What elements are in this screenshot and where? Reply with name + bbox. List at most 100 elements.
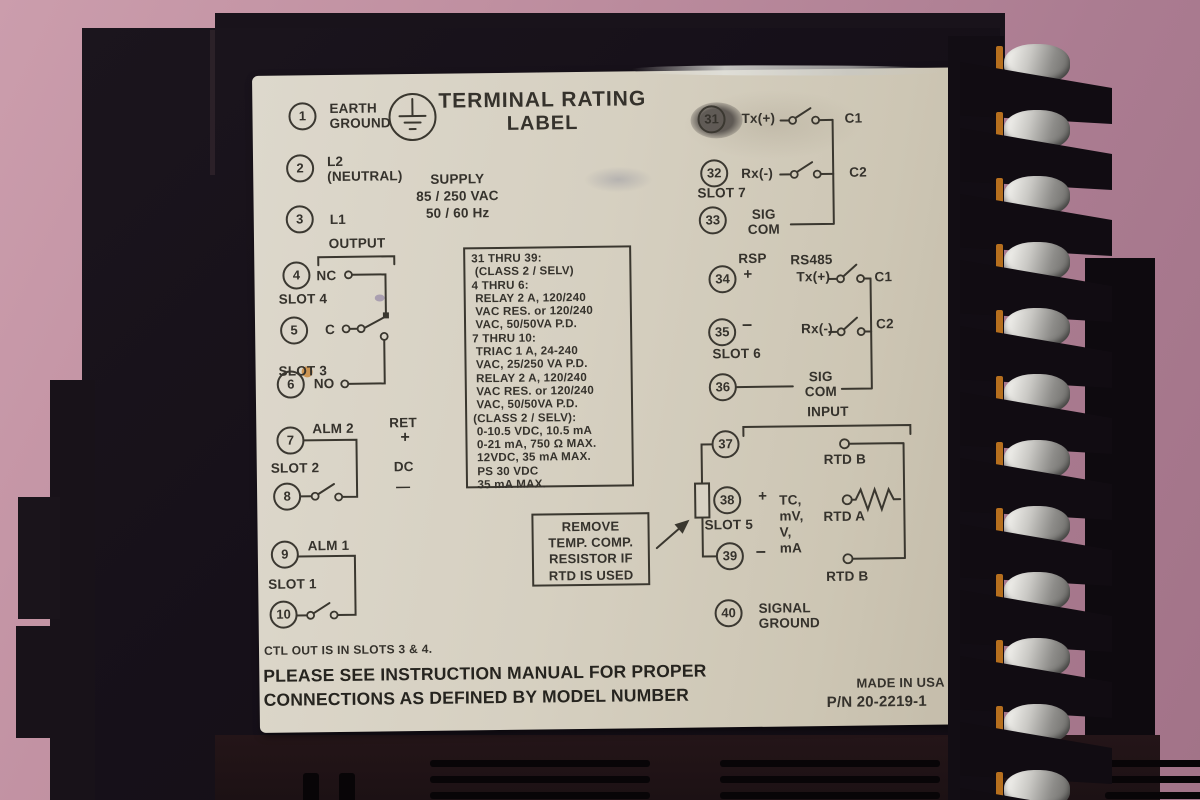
device-case-seam (210, 30, 215, 175)
terminal-33: 33 (698, 206, 727, 235)
rs485-label: RS485 (790, 251, 833, 268)
input-minus-sign: – (755, 540, 767, 561)
wire-sliver (996, 706, 1003, 742)
slot1-label: SLOT 1 (268, 576, 317, 592)
rtdb-top-label: RTD B (823, 451, 867, 468)
wiring-diagram-svg (296, 93, 912, 620)
wire-sliver (996, 640, 1003, 676)
input-types-list: TC, mV, V, mA (779, 492, 804, 556)
terminal-rating-label: 31 THRU 39: (CLASS 2 / SELV) 4 THRU 6: R… (252, 65, 966, 733)
output-bracket (317, 255, 396, 267)
alm1-label: ALM 1 (307, 537, 350, 554)
slot7-rx-label: Rx(-) (741, 165, 774, 182)
slot6-minus-sign: – (741, 313, 753, 335)
device-mounting-tab (18, 497, 60, 619)
terminal-31: 31 (697, 105, 726, 134)
input-plus-sign: + (758, 487, 768, 505)
terminal-34: 34 (708, 265, 737, 294)
vent-slot (1105, 792, 1200, 799)
vent-slot (430, 776, 650, 783)
supply-rating: SUPPLY 85 / 250 VAC 50 / 60 Hz (416, 171, 499, 221)
wire-sliver (996, 244, 1003, 280)
wire-sliver (996, 508, 1003, 544)
rtd-a-resistor (850, 486, 902, 513)
note-arrowhead (674, 519, 690, 534)
slot6-label: SLOT 6 (712, 345, 761, 362)
slot7-tx-label: Tx(+) (741, 110, 776, 127)
slot4-label: SLOT 4 (278, 291, 328, 307)
dc-label: DC (393, 459, 414, 475)
nc-label: NC (316, 267, 337, 284)
slot7-c2-label: C2 (849, 164, 867, 180)
vent-slot (1105, 776, 1200, 783)
terminal-2: 2 (285, 154, 315, 183)
temp-comp-resistor (694, 482, 711, 519)
vent-slot (720, 776, 940, 783)
terminal-4: 4 (282, 261, 311, 290)
vent-slot (339, 773, 355, 800)
wire-sliver (996, 112, 1003, 148)
signal-ground-label: SIGNAL GROUND (758, 600, 821, 631)
input-bracket (742, 423, 912, 438)
wire-sliver (996, 574, 1003, 610)
slot6-tx-label: Tx(+) (796, 268, 831, 285)
part-number: P/N 20-2219-1 (826, 692, 927, 712)
output-header: OUTPUT (328, 235, 386, 252)
earth-ground-symbol (388, 93, 437, 142)
terminal-10: 10 (269, 600, 298, 629)
vent-slot (430, 792, 650, 799)
terminal-1: 1 (288, 102, 317, 131)
slot6-rx-label: Rx(-) (801, 320, 833, 337)
dc-minus-sign: — (395, 478, 411, 495)
wire-sliver (996, 772, 1003, 800)
wire-sliver (996, 442, 1003, 478)
made-in-usa: MADE IN USA (856, 674, 945, 691)
remove-note-box: REMOVE TEMP. COMP. RESISTOR IF RTD IS US… (531, 512, 651, 587)
slot7-c1-label: C1 (844, 110, 863, 126)
terminal-38: 38 (713, 486, 742, 515)
slot5-label: SLOT 5 (704, 516, 754, 533)
manual-note-line2: CONNECTIONS AS DEFINED BY MODEL NUMBER (263, 684, 690, 710)
dc-plus-sign: + (400, 429, 411, 447)
vent-slot (720, 792, 940, 799)
alm2-label: ALM 2 (312, 420, 354, 437)
common-label: C (325, 322, 336, 338)
vent-slot (1105, 760, 1200, 767)
slot6-c1-label: C1 (874, 269, 893, 285)
terminal-screw (1004, 770, 1070, 800)
rtda-label: RTD A (823, 508, 866, 525)
slot7-label: SLOT 7 (697, 184, 747, 201)
slot6-plus-sign: + (743, 265, 753, 284)
terminal-6: 6 (276, 370, 305, 399)
earth-ground-label: EARTH GROUND (329, 100, 391, 132)
rsp-label: RSP (738, 250, 767, 267)
vent-slot (303, 773, 319, 800)
vent-slot (430, 760, 650, 767)
ratings-box: 31 THRU 39: (CLASS 2 / SELV) 4 THRU 6: R… (463, 245, 635, 491)
wire-sliver (996, 376, 1003, 412)
no-label: NO (313, 376, 335, 392)
rtdb-bottom-label: RTD B (826, 568, 869, 585)
ctl-out-note: CTL OUT IS IN SLOTS 3 & 4. (263, 641, 433, 658)
vent-slot (720, 760, 940, 767)
terminal-strip (948, 36, 1200, 800)
slot2-label: SLOT 2 (270, 460, 320, 476)
input-header: INPUT (807, 403, 849, 420)
terminal-39: 39 (715, 542, 745, 571)
manual-note-line1: PLEASE SEE INSTRUCTION MANUAL FOR PROPER (263, 660, 707, 686)
device-mounting-tab (16, 626, 62, 738)
slot6-sigcom-label: SIG COM (804, 368, 838, 400)
ret-label: RET (389, 415, 417, 431)
wire-sliver (996, 310, 1003, 346)
l1-label: L1 (329, 211, 347, 228)
terminal-32: 32 (700, 159, 729, 188)
terminal-40: 40 (714, 599, 743, 628)
terminal-36: 36 (708, 373, 738, 402)
wire-sliver (996, 46, 1003, 82)
slot7-sigcom-label: SIG COM (747, 206, 781, 237)
terminal-8: 8 (272, 482, 302, 511)
slot6-c2-label: C2 (875, 316, 894, 332)
terminal-35: 35 (707, 318, 737, 347)
label-title-line1: TERMINAL RATING (438, 87, 647, 113)
